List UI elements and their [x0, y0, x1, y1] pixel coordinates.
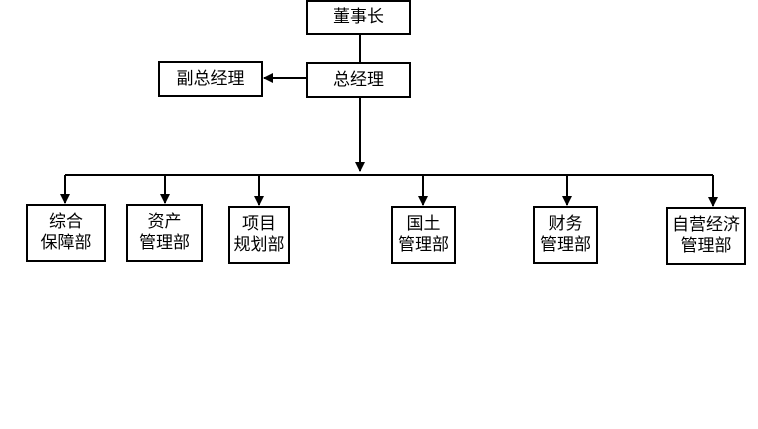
department-label-line-1: 财务	[548, 214, 583, 234]
department-label-line-2: 管理部	[139, 233, 190, 253]
general-manager-label: 总经理	[333, 69, 384, 90]
department-box-finance-management: 财务 管理部	[533, 206, 598, 264]
department-label-line-1: 自营经济	[672, 215, 740, 235]
department-box-self-operated-economy: 自营经济 管理部	[666, 207, 746, 265]
chairman-box: 董事长	[306, 0, 411, 35]
department-label-line-1: 项目	[242, 214, 276, 234]
department-label-line-2: 规划部	[233, 235, 285, 255]
deputy-general-manager-box: 副总经理	[158, 61, 263, 97]
department-box-project-planning: 项目 规划部	[228, 206, 290, 264]
department-label-line-2: 管理部	[398, 235, 449, 255]
department-label-line-1: 综合	[49, 212, 83, 232]
department-label-line-1: 国土	[406, 214, 441, 234]
deputy-general-manager-label: 副总经理	[176, 68, 245, 89]
department-label-line-1: 资产	[147, 212, 182, 232]
department-box-asset-management: 资产 管理部	[126, 204, 203, 262]
general-manager-box: 总经理	[306, 62, 411, 98]
chairman-label: 董事长	[333, 7, 384, 27]
department-box-comprehensive-support: 综合 保障部	[26, 204, 106, 262]
department-box-land-management: 国土 管理部	[391, 206, 456, 264]
department-label-line-2: 管理部	[540, 235, 591, 255]
department-label-line-2: 管理部	[680, 236, 732, 256]
department-label-line-2: 保障部	[40, 233, 92, 253]
